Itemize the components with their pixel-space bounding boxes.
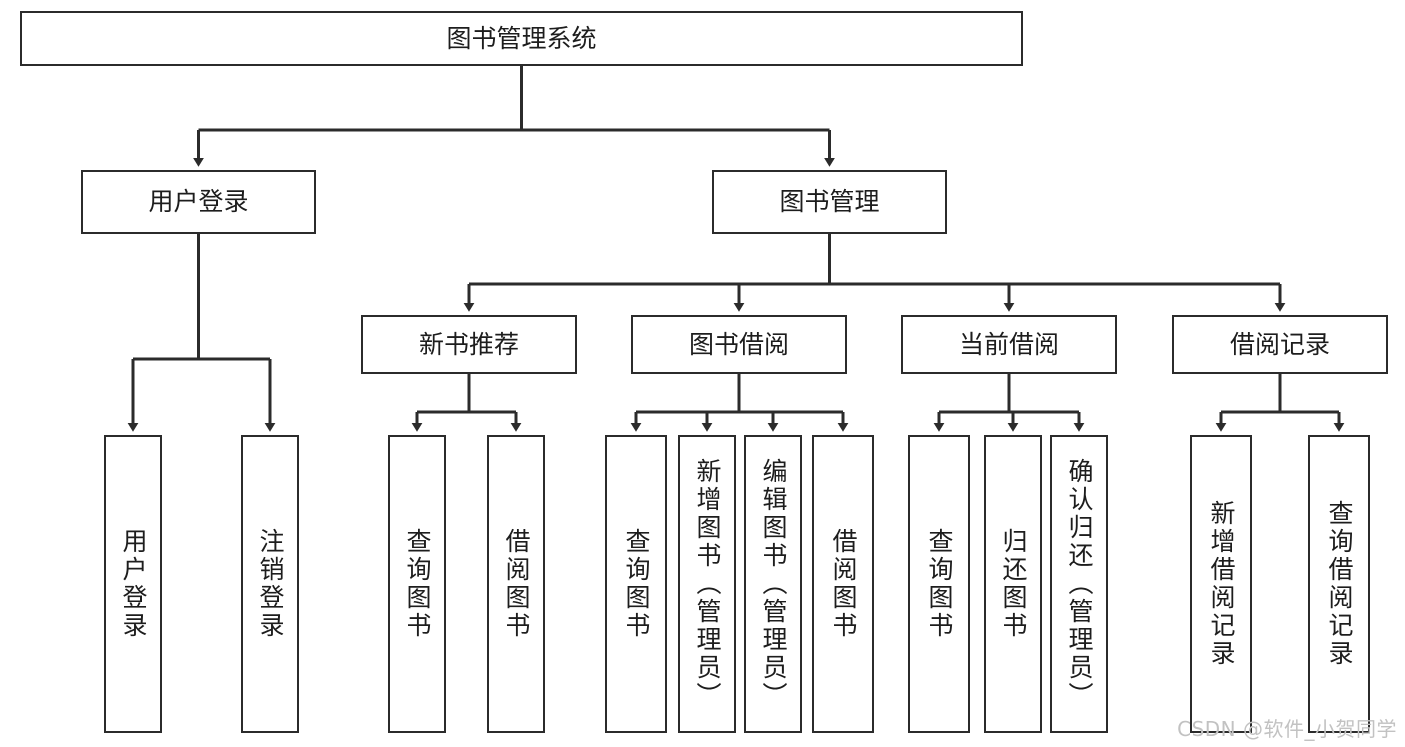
node-l2-borrow[interactable]: 图书借阅 [631,315,847,374]
node-label: 借阅图书 [829,528,858,640]
node-label: 借阅图书 [502,528,531,640]
node-label: 借阅记录 [1229,329,1330,359]
node-l3-c2[interactable]: 新增图书（管理员） [678,435,736,733]
node-root[interactable]: 图书管理系统 [20,11,1023,66]
node-l3-d3[interactable]: 确认归还（管理员） [1050,435,1108,733]
node-l3-c3[interactable]: 编辑图书（管理员） [744,435,802,733]
node-label: 查询图书 [403,528,432,640]
node-l3-c1[interactable]: 查询图书 [605,435,667,733]
node-l3-e2[interactable]: 查询借阅记录 [1308,435,1370,733]
node-l3-a1[interactable]: 用户登录 [104,435,162,733]
node-label: 新增借阅记录 [1207,500,1236,668]
node-label: 新书推荐 [418,329,519,359]
node-l2-new-book[interactable]: 新书推荐 [361,315,577,374]
node-l3-b1[interactable]: 查询图书 [388,435,446,733]
node-l3-c4[interactable]: 借阅图书 [812,435,874,733]
node-label: 当前借阅 [958,329,1059,359]
node-l2-record[interactable]: 借阅记录 [1172,315,1388,374]
node-label: 编辑图书（管理员） [759,458,788,710]
node-l3-a2[interactable]: 注销登录 [241,435,299,733]
node-label: 确认归还（管理员） [1065,458,1094,710]
node-label: 用户登录 [148,187,249,216]
node-l1-book-mgmt[interactable]: 图书管理 [712,170,947,234]
node-label: 图书管理系统 [446,23,597,53]
node-label: 注销登录 [256,528,285,640]
node-label: 图书管理 [779,187,880,216]
node-label: 图书借阅 [688,329,789,359]
watermark: CSDN @软件_小贺同学 [1177,717,1397,741]
node-label: 查询图书 [925,528,954,640]
node-l3-e1[interactable]: 新增借阅记录 [1190,435,1252,733]
node-l2-current[interactable]: 当前借阅 [901,315,1117,374]
node-label: 查询图书 [622,528,651,640]
node-l3-d1[interactable]: 查询图书 [908,435,970,733]
node-label: 用户登录 [119,528,148,640]
node-l1-user-login[interactable]: 用户登录 [81,170,316,234]
node-label: 新增图书（管理员） [693,458,722,710]
node-l3-d2[interactable]: 归还图书 [984,435,1042,733]
node-label: 查询借阅记录 [1325,500,1354,668]
node-l3-b2[interactable]: 借阅图书 [487,435,545,733]
node-label: 归还图书 [999,528,1028,640]
